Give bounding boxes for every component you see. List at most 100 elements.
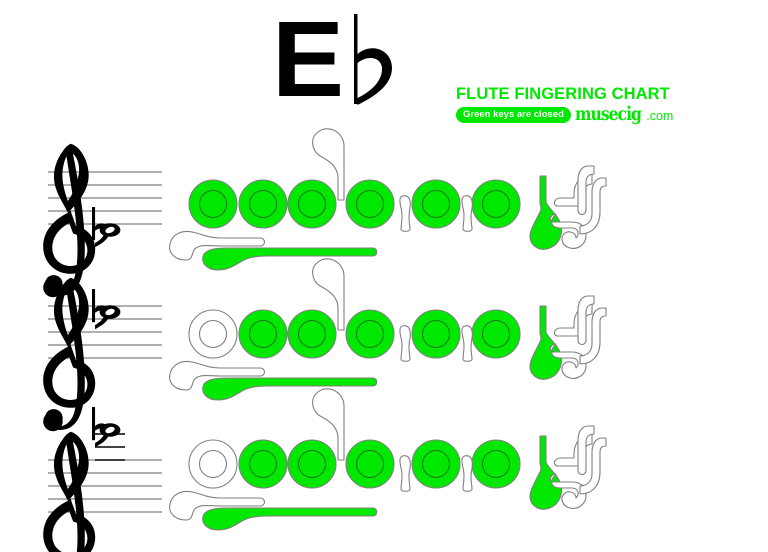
g-sharp-lever-key: [312, 258, 345, 331]
brand-name: musecig: [574, 103, 642, 125]
key-right-index: [345, 439, 395, 489]
roller-key-right: [579, 437, 607, 495]
staff-3: [43, 407, 162, 552]
clef-scroll: [43, 431, 96, 552]
key-right-ring: [471, 309, 521, 359]
roller-key-right: [579, 177, 607, 235]
legend-row: Green keys are closed musecig .com: [456, 103, 696, 125]
thumb-b-lever-key: [169, 230, 266, 261]
clef-stem: [44, 277, 85, 431]
key-right-middle: [411, 439, 461, 489]
fingering-keys-1: [169, 128, 607, 271]
note-letter-glyph: E: [272, 6, 344, 111]
key-left-index-inner: [198, 189, 228, 219]
key-right-middle-outer: [411, 179, 461, 229]
key-left-index-outer: [188, 179, 238, 229]
key-left-middle: [238, 309, 288, 359]
thumb-bb-lever-key: [202, 247, 378, 271]
trill-key-2: [461, 325, 473, 362]
key-left-middle-outer: [238, 179, 288, 229]
key-right-middle-outer: [411, 439, 461, 489]
key-left-ring-outer: [287, 179, 337, 229]
key-right-ring-inner: [481, 189, 511, 219]
brand-logo: musecig .com: [574, 103, 674, 125]
staff-2: [43, 277, 162, 432]
roller-key-right: [579, 307, 607, 365]
d-sharp-pinky-key: [529, 305, 563, 380]
fingering-keys-2: [169, 258, 607, 401]
flat-stem: [92, 289, 96, 323]
key-left-ring-inner: [297, 319, 327, 349]
roller-key-lower: [549, 213, 587, 249]
key-left-middle-inner: [248, 189, 278, 219]
d-sharp-pinky-key: [529, 175, 563, 250]
clef-scroll: [43, 277, 96, 408]
key-right-middle-inner: [421, 319, 451, 349]
notehead-whole: [99, 305, 121, 319]
key-left-middle-outer: [238, 439, 288, 489]
clef-ball: [43, 411, 63, 432]
title-block: FLUTE FINGERING CHART Green keys are clo…: [456, 84, 696, 125]
key-left-ring: [287, 179, 337, 229]
key-left-ring-outer: [287, 309, 337, 359]
key-right-ring-outer: [471, 309, 521, 359]
roller-key-lower: [549, 343, 587, 379]
clef-stem: [44, 143, 85, 297]
key-left-index-inner: [198, 449, 228, 479]
key-right-index-inner: [355, 319, 385, 349]
fingering-row-3: [0, 388, 768, 552]
fingering-row-1: [0, 128, 768, 298]
trill-key-1: [399, 195, 411, 232]
staff-notation: [30, 277, 170, 432]
g-sharp-lever-key: [312, 128, 345, 201]
roller-key-upper: [577, 165, 595, 216]
fingering-row-2: [0, 258, 768, 432]
key-right-index-outer: [345, 179, 395, 229]
key-right-index-outer: [345, 309, 395, 359]
legend-badge: Green keys are closed: [456, 106, 571, 123]
g-sharp-lever-key: [312, 388, 345, 461]
staff-notation: [30, 143, 170, 298]
key-left-middle: [238, 439, 288, 489]
key-right-middle-inner: [421, 189, 451, 219]
staff-1: [43, 143, 162, 298]
key-right-ring-inner: [481, 319, 511, 349]
treble-clef-icon: [43, 277, 96, 432]
key-left-index: [188, 179, 238, 229]
roller-key-lower: [549, 473, 587, 509]
brand-tld: .com: [646, 109, 674, 123]
key-left-ring-inner: [297, 189, 327, 219]
fingering-diagram: [168, 258, 607, 422]
trill-key-1: [399, 455, 411, 492]
key-right-index-inner: [355, 189, 385, 219]
key-left-ring: [287, 439, 337, 489]
key-left-index: [188, 309, 238, 359]
key-right-ring-inner: [481, 449, 511, 479]
roller-key-upper: [577, 425, 595, 476]
key-right-middle: [411, 179, 461, 229]
key-left-middle-outer: [238, 309, 288, 359]
key-right-index: [345, 179, 395, 229]
trill-key-1: [399, 325, 411, 362]
notehead-hole: [105, 226, 115, 234]
chart-title: FLUTE FINGERING CHART: [456, 85, 670, 103]
key-left-index: [188, 439, 238, 489]
key-left-middle: [238, 179, 288, 229]
key-right-index: [345, 309, 395, 359]
key-left-ring: [287, 309, 337, 359]
trill-key-2: [461, 455, 473, 492]
fingering-diagram: [168, 128, 607, 292]
flat-stem: [92, 207, 96, 241]
key-right-ring-outer: [471, 179, 521, 229]
clef-ball: [43, 277, 63, 298]
key-left-index-outer: [188, 309, 238, 359]
fingering-diagram: [168, 388, 607, 552]
key-left-ring-inner: [297, 449, 327, 479]
treble-clef-icon: [43, 431, 96, 552]
key-left-middle-inner: [248, 319, 278, 349]
key-right-ring: [471, 439, 521, 489]
clef-scroll: [43, 143, 96, 274]
notehead-whole: [99, 223, 121, 237]
key-right-middle-inner: [421, 449, 451, 479]
key-left-ring-outer: [287, 439, 337, 489]
